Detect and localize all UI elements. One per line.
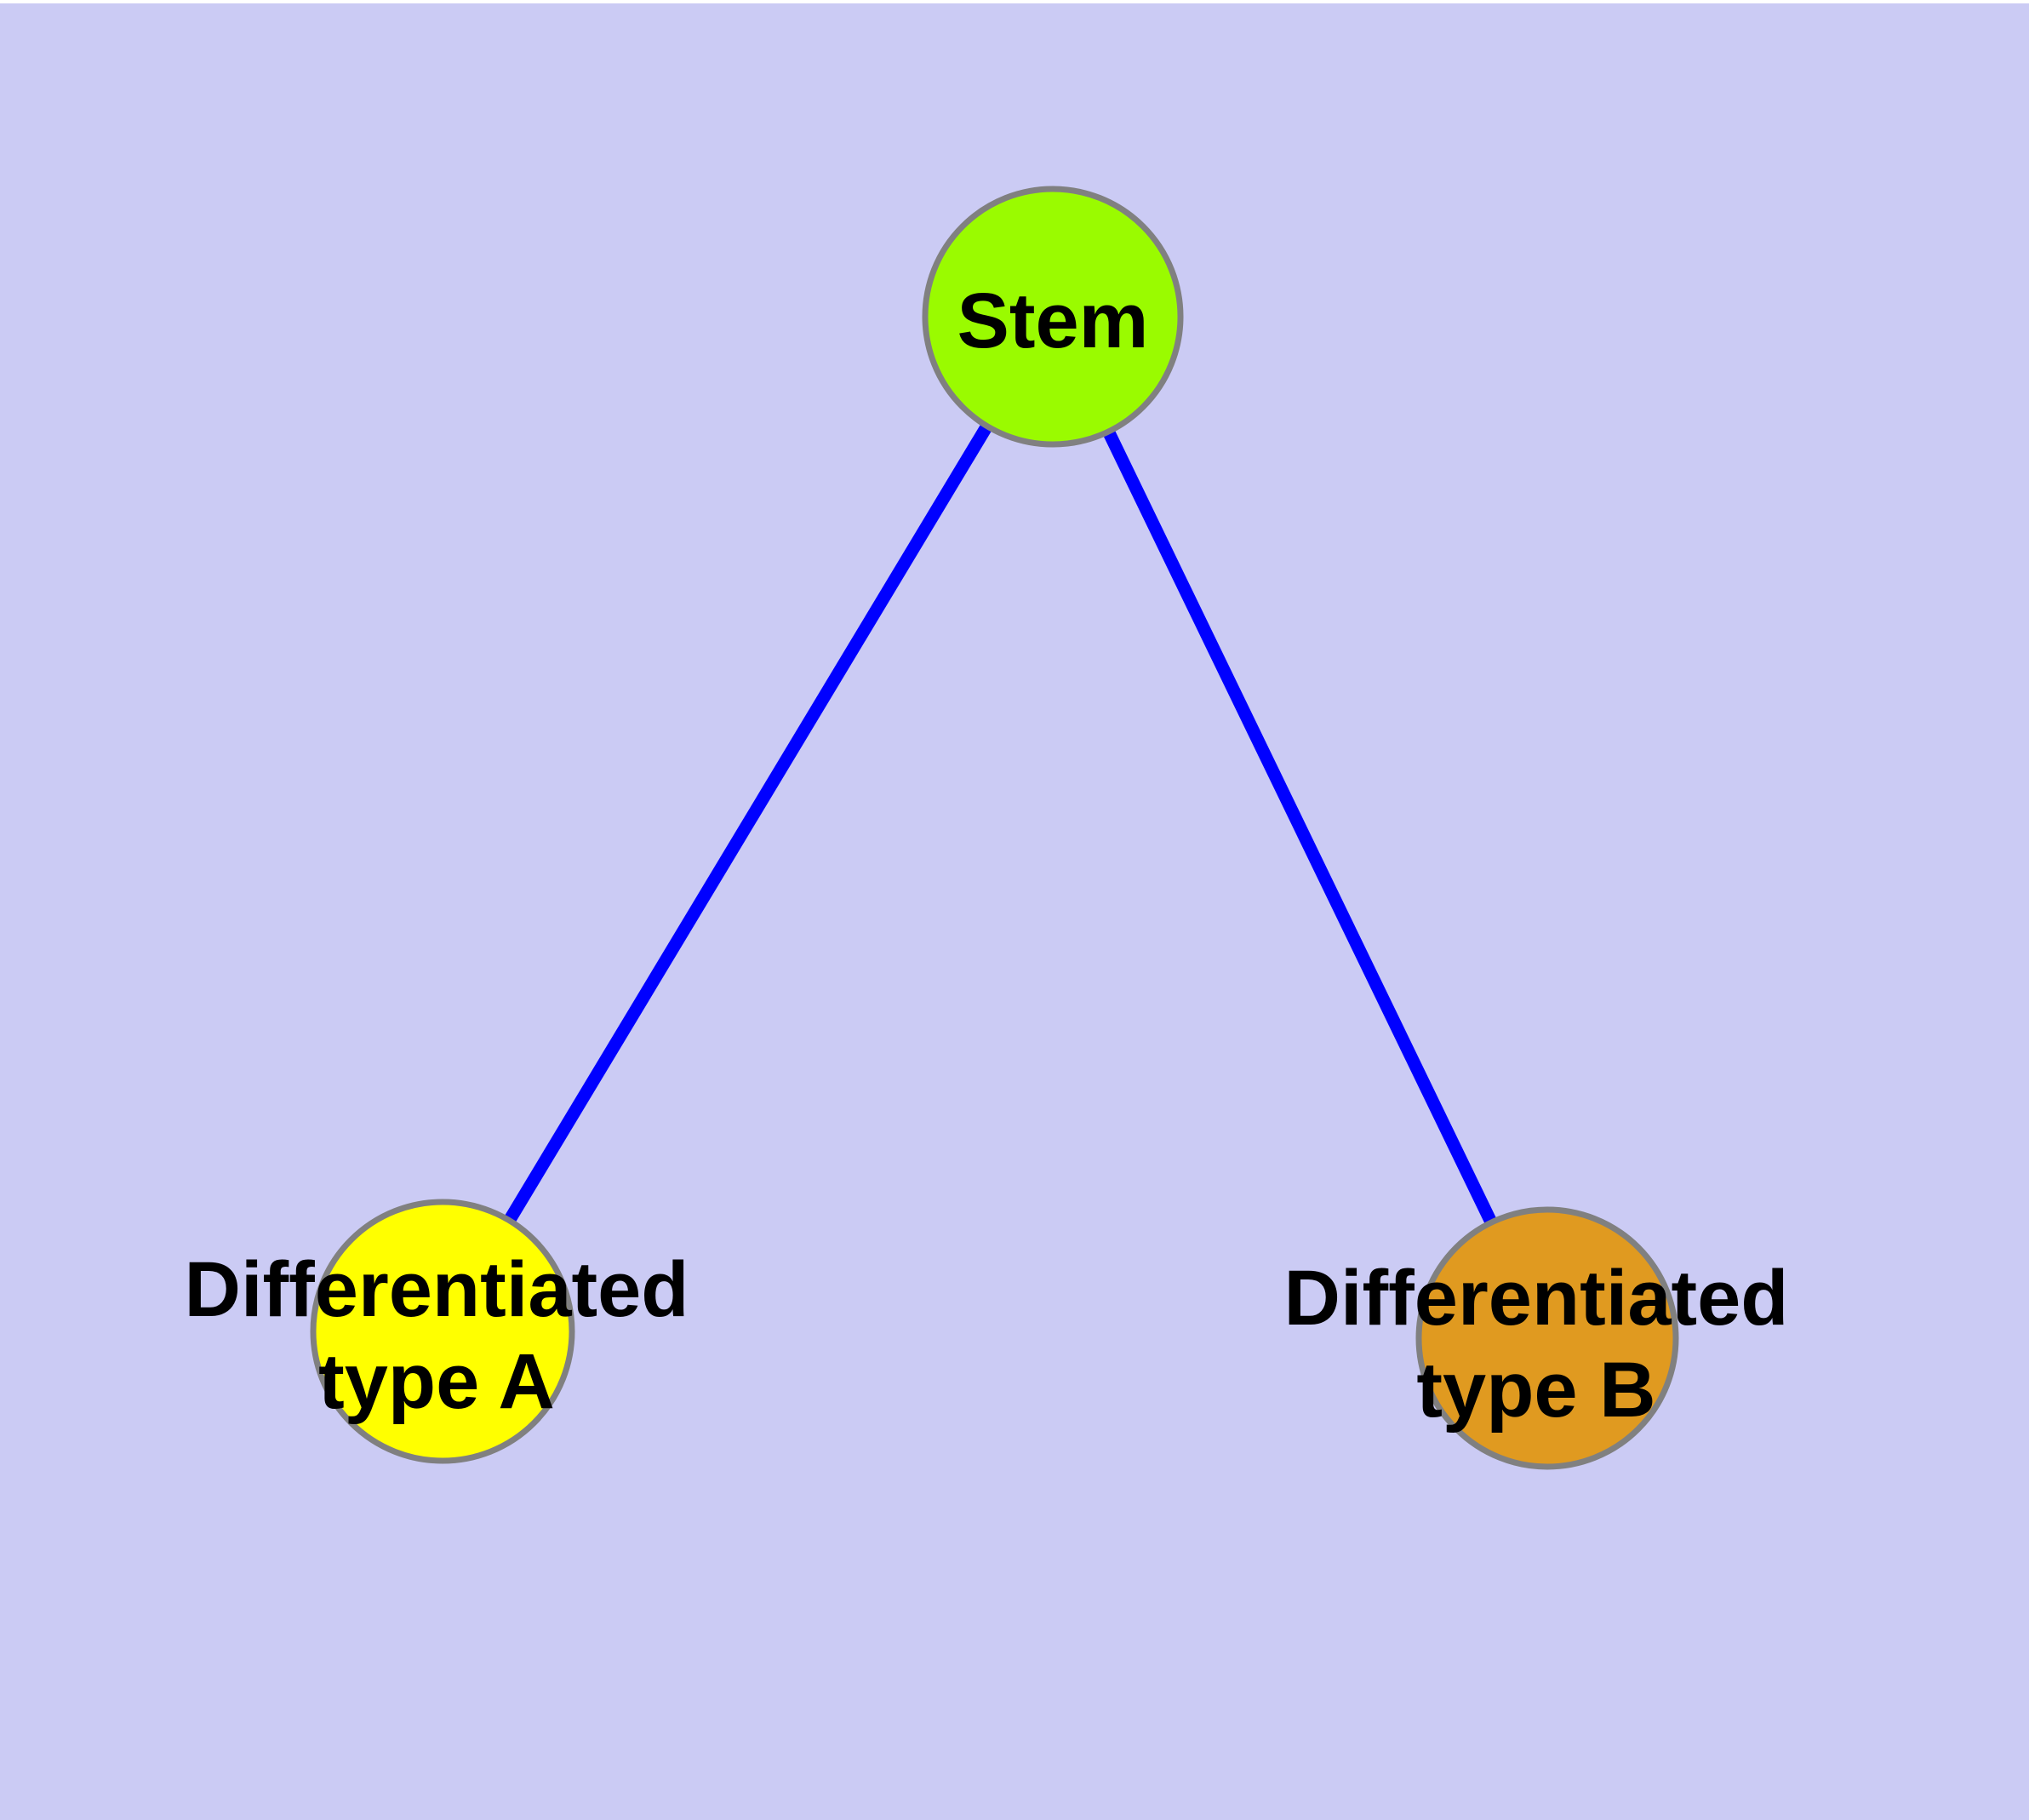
node-differentiated-type-b: [1415, 1206, 1679, 1470]
node-stem-label: Stem: [957, 278, 1149, 364]
node-type-b-label-line1: Differentiated: [1284, 1255, 1789, 1342]
node-type-a-label-line2: type A: [318, 1338, 555, 1425]
node-type-a-label-line1: Differentiated: [185, 1246, 689, 1333]
node-stem: [922, 186, 1184, 448]
node-type-b-label-line2: type B: [1416, 1347, 1655, 1434]
edge-stem-to-type-a: [437, 313, 1059, 1335]
edge-stem-to-type-b: [1047, 313, 1553, 1342]
node-differentiated-type-a: [310, 1199, 575, 1464]
